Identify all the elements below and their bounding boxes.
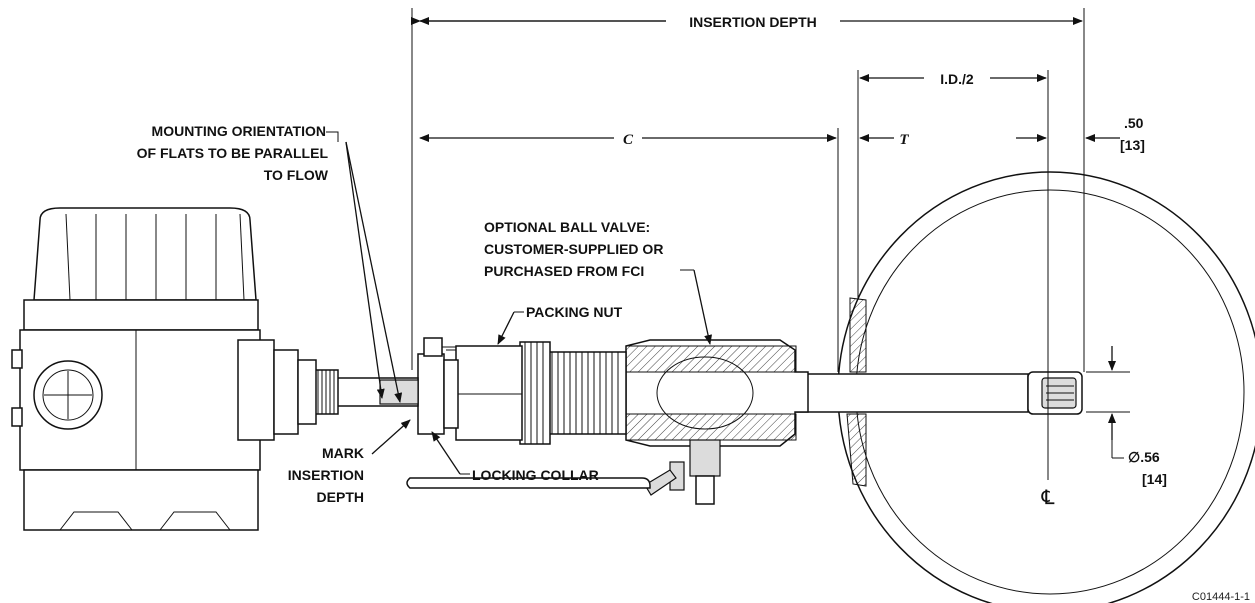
dimension-lines bbox=[411, 8, 1130, 480]
packing-nut-label: PACKING NUT bbox=[526, 304, 623, 320]
mark-insertion-line-2: INSERTION bbox=[288, 467, 364, 483]
electronics-enclosure bbox=[11, 207, 317, 531]
diameter-mm-label: [14] bbox=[1142, 471, 1167, 487]
mounting-orientation-line-1: MOUNTING ORIENTATION bbox=[152, 123, 326, 139]
mark-insertion-line-3: DEPTH bbox=[317, 489, 364, 505]
locking-collar bbox=[417, 337, 459, 435]
mark-insertion-line-1: MARK bbox=[322, 445, 364, 461]
dimension-c-label: C bbox=[623, 132, 634, 148]
mounting-orientation-line-2: OF FLATS TO BE PARALLEL bbox=[137, 145, 329, 161]
centerline-symbol: ℄ bbox=[1041, 487, 1055, 509]
offset-mm-label: [13] bbox=[1120, 137, 1145, 153]
drawing-id-label: C01444-1-1 bbox=[1192, 591, 1250, 603]
ball-valve-label-line-3: PURCHASED FROM FCI bbox=[484, 263, 644, 279]
mounting-orientation-line-3: TO FLOW bbox=[264, 167, 329, 183]
leader-lines bbox=[326, 131, 713, 475]
diameter-inch-label: ∅.56 bbox=[1128, 449, 1160, 465]
id-half-label: I.D./2 bbox=[940, 71, 974, 87]
ball-valve-label-line-2: CUSTOMER-SUPPLIED OR bbox=[484, 241, 663, 257]
ball-valve-label-line-1: OPTIONAL BALL VALVE: bbox=[484, 219, 650, 235]
locking-collar-label: LOCKING COLLAR bbox=[472, 467, 599, 483]
insertion-depth-label: INSERTION DEPTH bbox=[689, 14, 817, 30]
ball-valve bbox=[406, 339, 809, 505]
offset-inch-label: .50 bbox=[1124, 115, 1144, 131]
dimension-t-label: T bbox=[899, 132, 909, 148]
compression-fitting bbox=[446, 341, 627, 445]
probe-stem bbox=[313, 369, 419, 415]
